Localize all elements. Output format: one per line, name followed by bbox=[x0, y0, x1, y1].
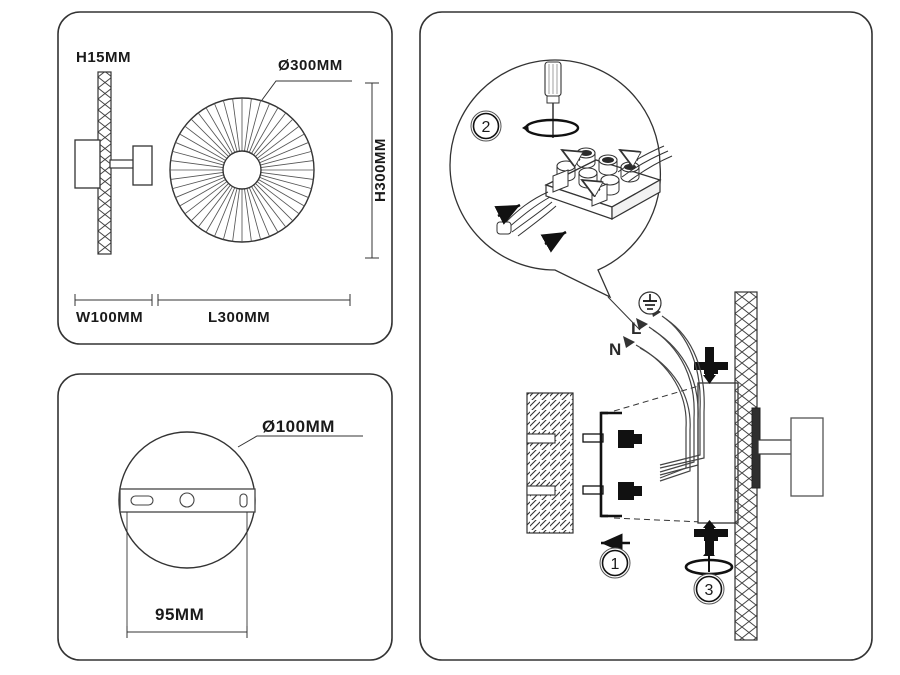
mount-stem bbox=[109, 159, 135, 169]
shade-pleat-line bbox=[258, 179, 305, 207]
shade-pleat-line bbox=[244, 98, 252, 152]
mount-boss bbox=[132, 145, 153, 186]
step-badge-2: 2 bbox=[470, 110, 502, 142]
mounting-bracket bbox=[599, 411, 622, 518]
shade-pleat-line bbox=[251, 186, 279, 233]
shade-pleat-line bbox=[253, 184, 287, 228]
shade-pleat-line bbox=[175, 176, 225, 198]
shade-pleat-line bbox=[214, 103, 236, 153]
shade-pleat-line bbox=[190, 118, 229, 157]
screw-top bbox=[705, 347, 714, 375]
callout-pointer bbox=[607, 296, 641, 331]
shade-pleat-line bbox=[197, 184, 231, 228]
screw-bottom-tip bbox=[703, 520, 716, 528]
shade-pleat-line bbox=[260, 174, 312, 190]
pleated-shade bbox=[169, 97, 315, 243]
dimension-length bbox=[157, 294, 351, 306]
leader-shade-diameter bbox=[261, 80, 352, 101]
dimension-bar-length bbox=[126, 512, 248, 638]
label-height: H300MM bbox=[372, 138, 389, 202]
bar-hole-center bbox=[179, 492, 195, 508]
rotation-arrow-icon bbox=[522, 118, 580, 138]
label-bar-length: 95MM bbox=[155, 605, 204, 624]
step-badge-1: 1 bbox=[599, 547, 631, 579]
shade-pleat-line bbox=[222, 100, 238, 152]
shade-pleat-line bbox=[172, 174, 224, 190]
shade-pleat-line bbox=[190, 183, 229, 222]
shade-pleat-line bbox=[246, 100, 262, 152]
shade-pleat-line bbox=[172, 150, 224, 166]
shade-pleat-line bbox=[253, 112, 287, 156]
shade-pleat-line bbox=[259, 176, 309, 198]
mounting-screws bbox=[618, 430, 642, 500]
shade-pleat-line bbox=[259, 142, 309, 164]
shade-pleat-line bbox=[214, 187, 236, 237]
step-badge-2-label: 2 bbox=[482, 119, 491, 136]
shade-pleat-line bbox=[205, 107, 233, 154]
side-elevation-group bbox=[74, 71, 379, 306]
shade-pleat-line bbox=[244, 188, 252, 242]
mounting-plate-group bbox=[118, 431, 363, 638]
dimension-width bbox=[74, 294, 153, 306]
label-neutral-wire: N bbox=[609, 340, 621, 359]
label-live-wire: L bbox=[631, 319, 641, 338]
shade-pleat-line bbox=[256, 125, 300, 159]
screw-top-tip bbox=[703, 375, 716, 384]
shade-pleat-line bbox=[205, 186, 233, 233]
shade-pleat-line bbox=[179, 179, 226, 207]
callout-terminal-block: 2 bbox=[449, 59, 673, 299]
shade-pleat-line bbox=[260, 160, 314, 168]
label-width: W100MM bbox=[76, 309, 143, 326]
shade-pleat-line bbox=[232, 98, 240, 152]
wires-right bbox=[617, 145, 673, 183]
lamp-arm-assembly bbox=[751, 407, 824, 497]
wires-left bbox=[496, 191, 557, 237]
dimension-height bbox=[365, 82, 379, 259]
shade-pleat-line bbox=[256, 181, 300, 215]
label-shade-diameter: Ø300MM bbox=[278, 57, 343, 74]
alignment-guides bbox=[613, 384, 703, 523]
bar-slot-left bbox=[130, 495, 154, 506]
shade-pleat-line bbox=[197, 112, 231, 156]
earth-symbol-icon bbox=[638, 291, 662, 315]
shade-pleat-line bbox=[175, 142, 225, 164]
supply-wires bbox=[635, 315, 705, 482]
shade-pleat-line bbox=[248, 103, 270, 153]
brick-wall bbox=[526, 392, 574, 534]
screw-bottom bbox=[705, 528, 714, 556]
shade-pleat-line bbox=[179, 133, 226, 161]
shade-hub bbox=[222, 150, 262, 190]
leader-plate-diameter bbox=[237, 435, 363, 448]
bar-slot-right bbox=[239, 493, 248, 508]
label-wall-thickness: H15MM bbox=[76, 49, 131, 66]
shade-pleat-line bbox=[232, 188, 240, 242]
shade-pleat-line bbox=[255, 118, 294, 157]
back-plate bbox=[74, 139, 101, 189]
shade-pleat-line bbox=[251, 107, 279, 154]
wall-anchors bbox=[582, 433, 604, 495]
shade-pleat-line bbox=[184, 181, 228, 215]
shade-pleat-line bbox=[260, 172, 314, 180]
shade-pleat-line bbox=[258, 133, 305, 161]
step-badge-3: 3 bbox=[693, 573, 725, 605]
assembly-arrows bbox=[494, 150, 638, 253]
step-badge-1-label: 1 bbox=[611, 556, 620, 573]
shade-pleat-line bbox=[170, 172, 224, 180]
label-plate-diameter: Ø100MM bbox=[262, 417, 335, 436]
shade-pleat-line bbox=[260, 150, 312, 166]
shade-pleat-line bbox=[170, 160, 224, 168]
shade-pleat-line bbox=[184, 125, 228, 159]
shade-pleat-line bbox=[246, 188, 262, 240]
screwdriver-icon bbox=[544, 61, 562, 138]
shade-pleat-line bbox=[255, 183, 294, 222]
step-badge-3-label: 3 bbox=[705, 582, 714, 599]
shade-pleat-line bbox=[248, 187, 270, 237]
shade-pleat-line bbox=[222, 188, 238, 240]
label-length: L300MM bbox=[208, 309, 270, 326]
